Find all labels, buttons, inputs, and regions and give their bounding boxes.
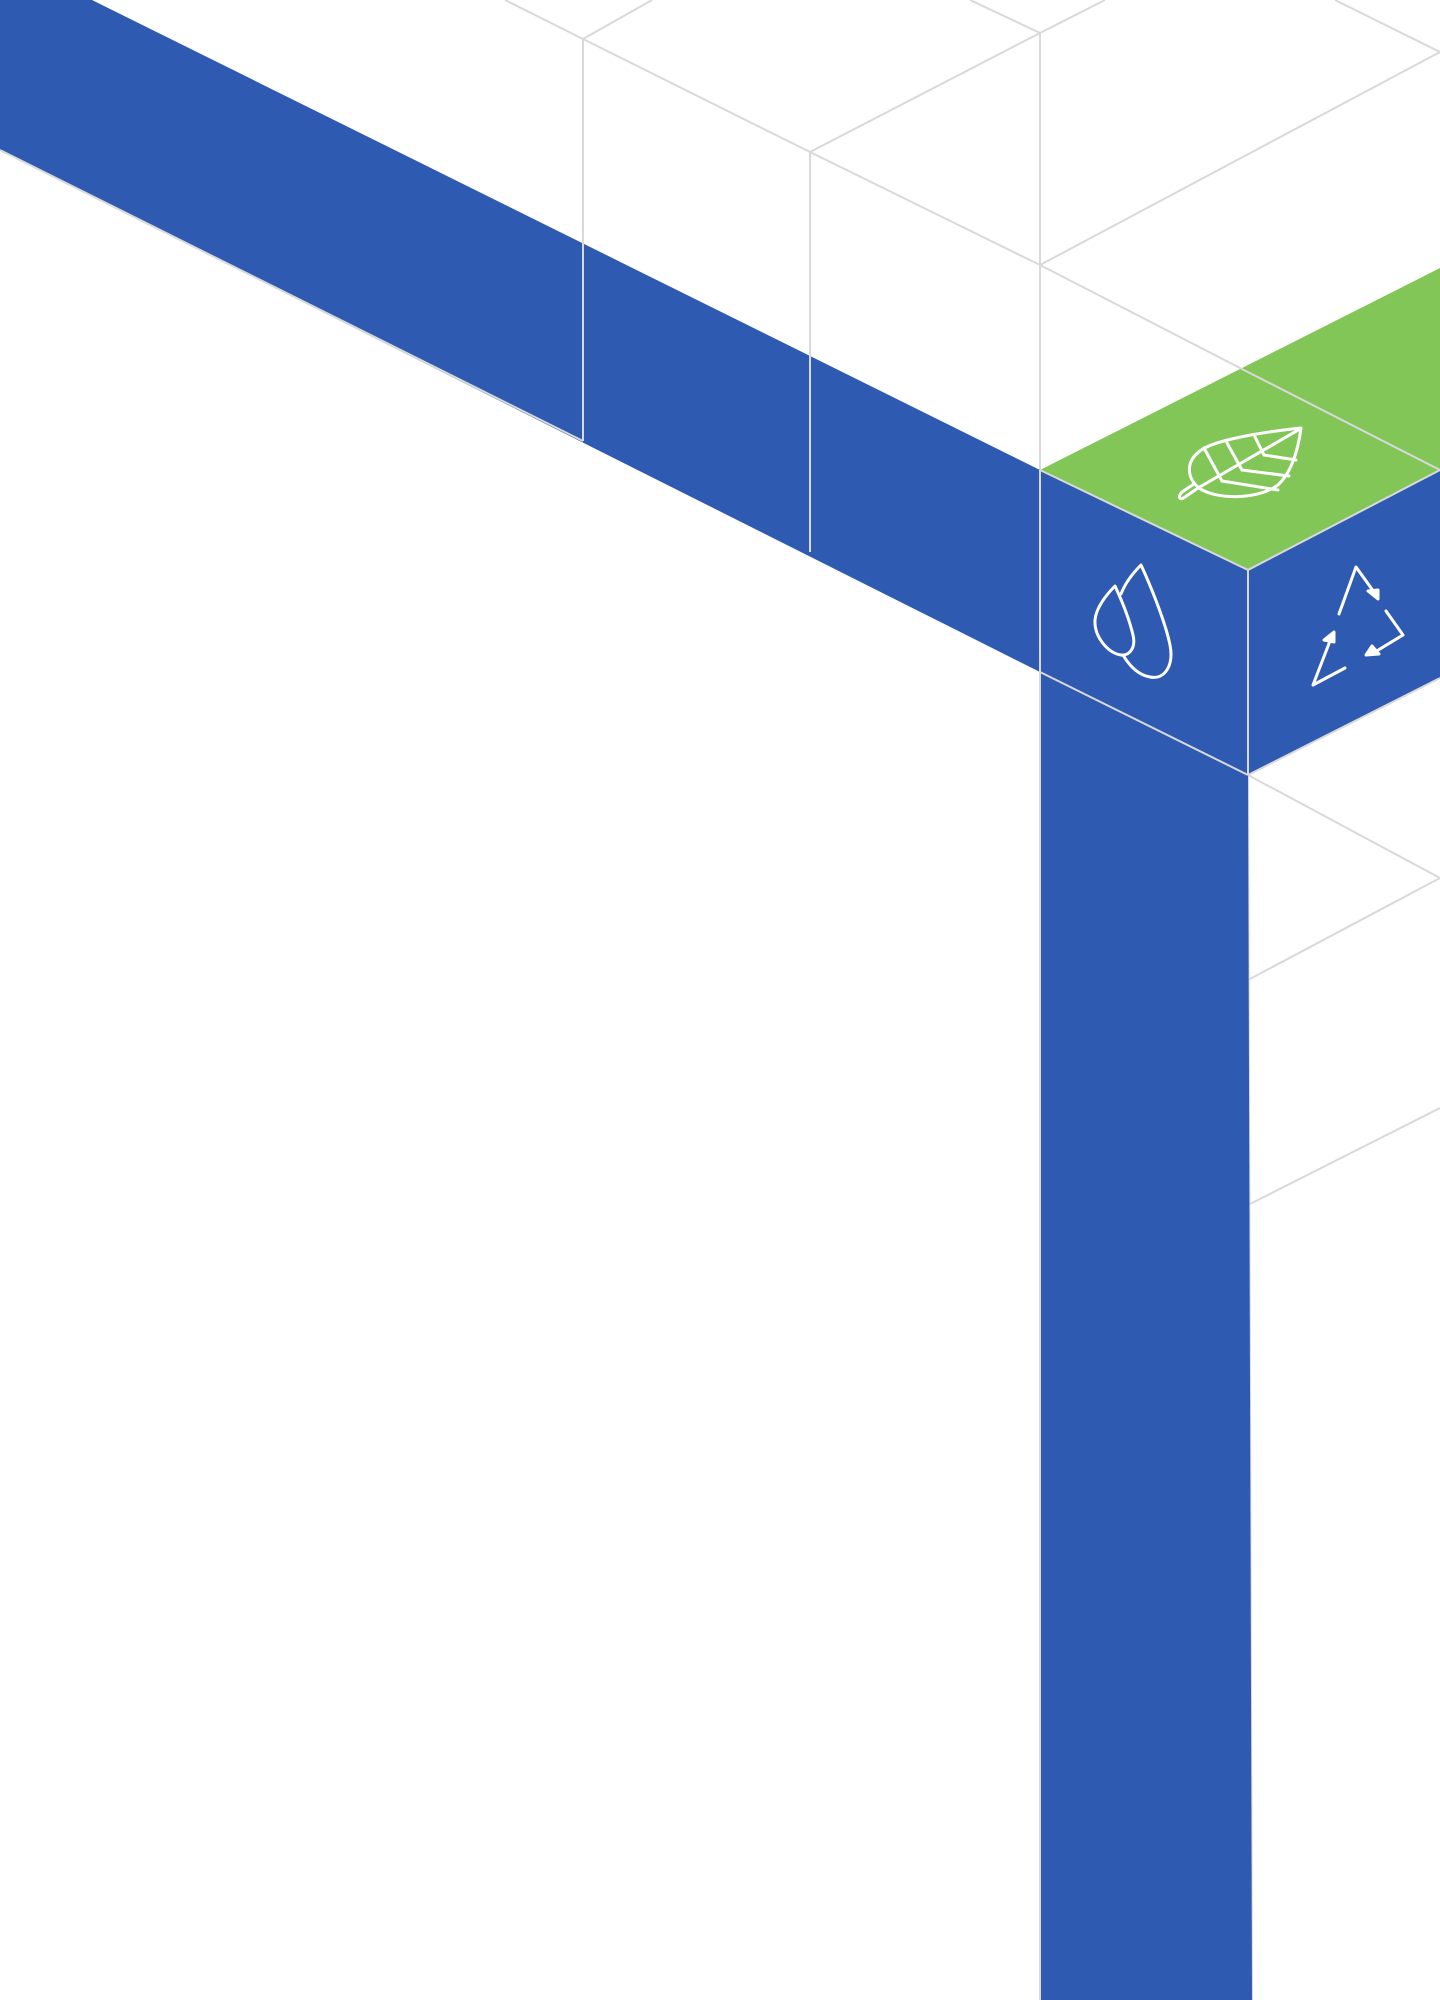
cube-right-face [1248, 470, 1440, 775]
water-drops-icon [1093, 563, 1173, 679]
face-edges [0, 149, 1440, 2000]
cube-left-face [1040, 470, 1248, 775]
leaf-icon [1177, 426, 1303, 501]
blue-beam-horizontal [0, 0, 1040, 672]
green-top-face [1040, 268, 1440, 570]
blue-column [1040, 672, 1252, 2000]
recycle-icon [1311, 565, 1405, 687]
